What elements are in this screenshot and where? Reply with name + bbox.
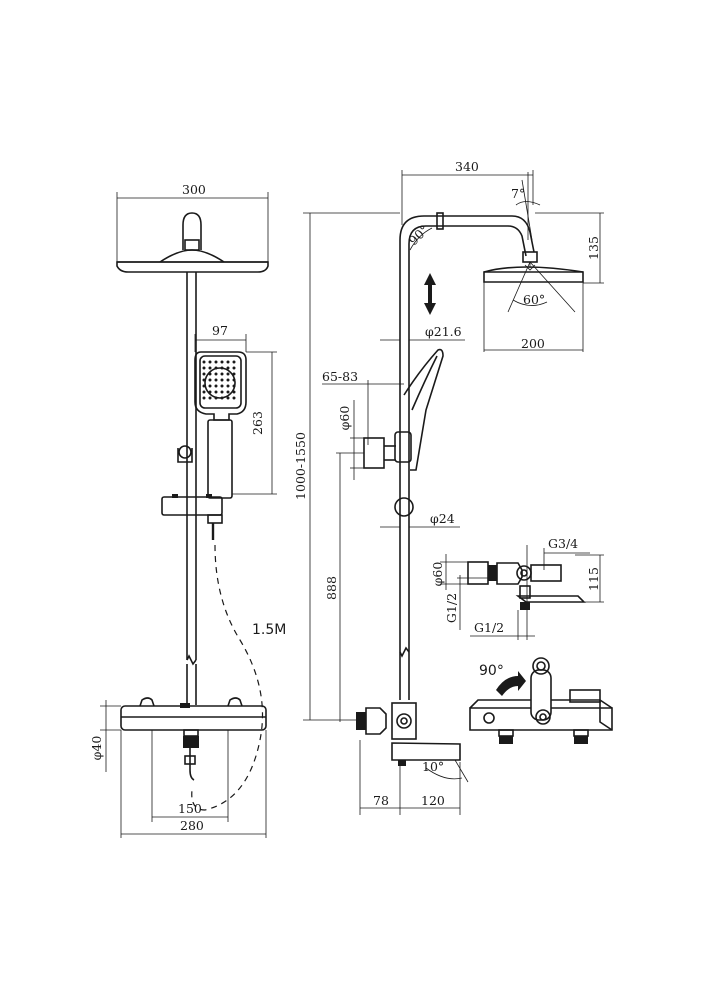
hand-shower-side (403, 348, 444, 471)
dim-888: 888 (324, 576, 339, 600)
dim-135: 135 (586, 236, 601, 260)
hand-shower-handle (207, 419, 233, 499)
dim-small-phi60: φ60 (430, 562, 445, 587)
slider-knob-side (394, 497, 414, 517)
dim-280: 280 (180, 818, 204, 833)
dim-300: 300 (182, 182, 206, 197)
slider-bracket (161, 496, 223, 516)
wall-flange (363, 437, 385, 469)
overhead-shower-side (483, 271, 584, 283)
valve-detail: G3/4 φ60 G1/2 115 G1/2 (430, 536, 604, 640)
dim-60deg: 60° (523, 292, 545, 307)
mixer-side (391, 702, 417, 740)
dim-phi60: φ60 (337, 406, 352, 431)
dim-phi21-6: φ21.6 (425, 324, 462, 339)
dim-g12-vertical: G1/2 (444, 593, 459, 623)
rotation-detail: 90° (469, 657, 613, 744)
dim-hose: 1.5M (252, 622, 286, 638)
slide-adjust-arrow-icon (424, 273, 436, 315)
dim-65-83: 65-83 (322, 369, 358, 384)
spout-side (391, 742, 461, 761)
mixer-body (120, 705, 267, 731)
valve-nut (496, 562, 523, 585)
front-view: 300 97 (89, 182, 286, 838)
dim-263: 263 (250, 411, 265, 435)
dim-120: 120 (421, 793, 445, 808)
side-view: 340 7° 90° 135 60° 200 (293, 159, 604, 815)
dim-7deg: 7° (511, 186, 525, 201)
dim-g34: G3/4 (548, 536, 578, 551)
dim-rotate-90: 90° (479, 663, 504, 679)
dim-340: 340 (455, 159, 479, 174)
dim-97: 97 (212, 323, 228, 338)
hose-path (191, 544, 264, 811)
dim-phi40: φ40 (89, 736, 104, 761)
dim-phi24: φ24 (430, 511, 455, 526)
dim-200: 200 (521, 336, 545, 351)
dim-1000-1550: 1000-1550 (293, 432, 308, 500)
dim-150: 150 (178, 801, 202, 816)
dim-78: 78 (373, 793, 389, 808)
dim-10deg: 10° (422, 759, 444, 774)
overhead-shower-plate (116, 261, 269, 273)
dim-115: 115 (586, 567, 601, 591)
rotate-arrow-icon (496, 671, 526, 696)
dim-g12-horizontal: G1/2 (474, 620, 504, 635)
